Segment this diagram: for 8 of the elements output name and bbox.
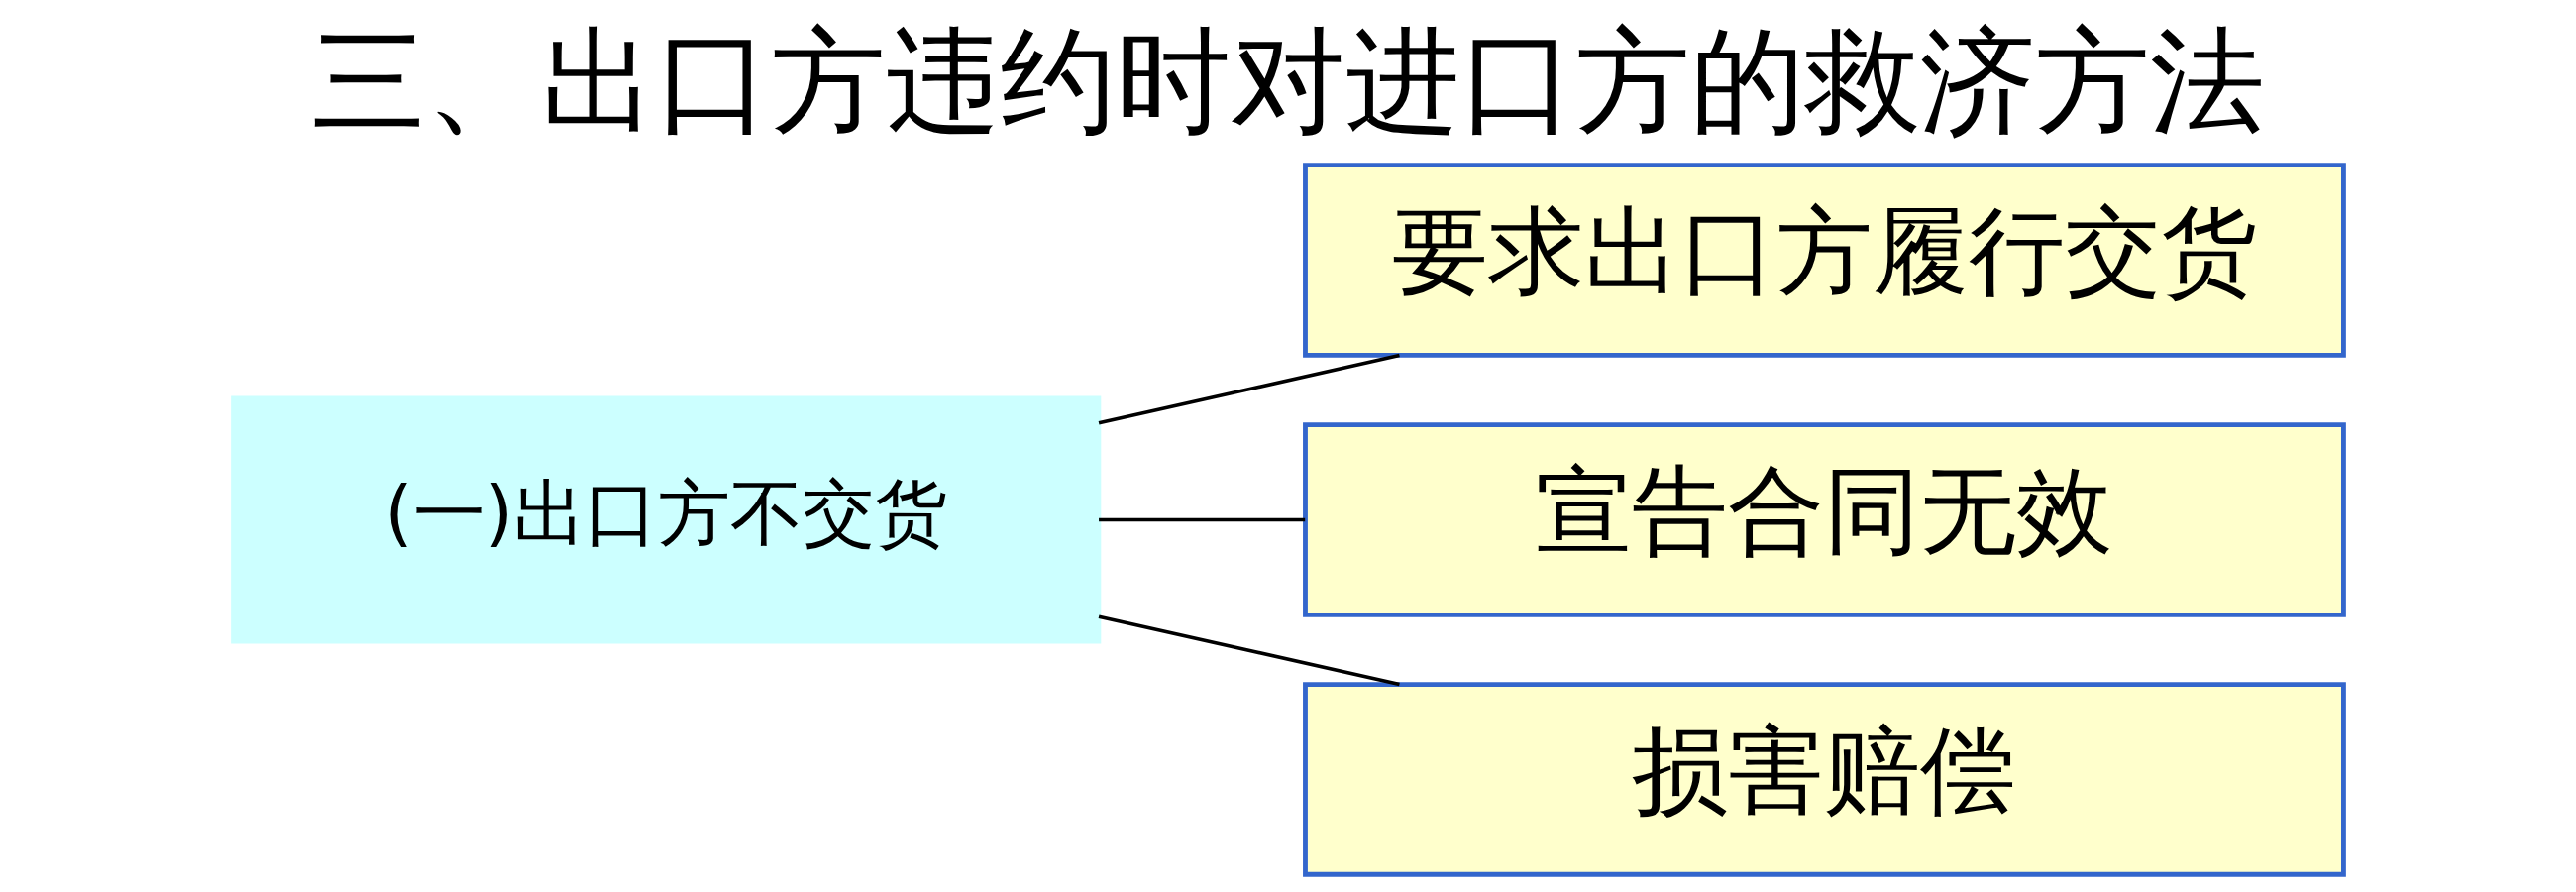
- node-box: (一)出口方不交货: [230, 395, 1101, 643]
- node-box: 宣告合同无效: [1302, 421, 2346, 617]
- diagram-title: 三、出口方违约时对进口方的救济方法: [311, 13, 2265, 148]
- node-box: 要求出口方履行交货: [1302, 162, 2346, 358]
- connector: [1098, 353, 1400, 425]
- node-box: 损害赔偿: [1302, 681, 2346, 877]
- connector: [1098, 613, 1400, 686]
- connector: [1098, 517, 1305, 521]
